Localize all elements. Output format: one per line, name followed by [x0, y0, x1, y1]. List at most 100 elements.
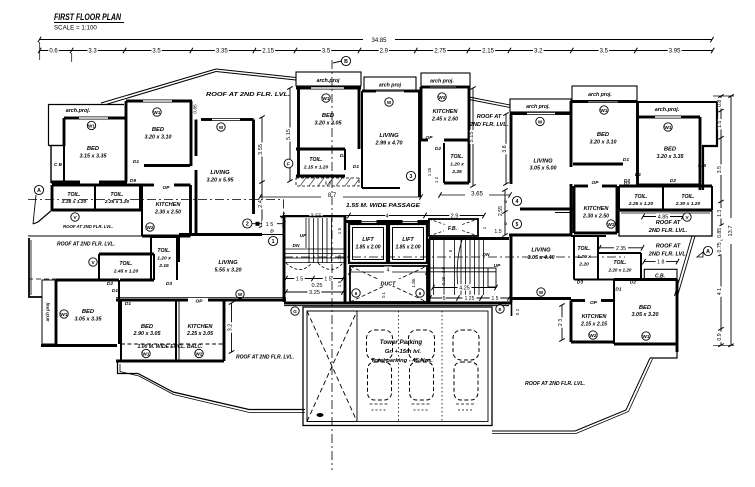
svg-text:arch proj.: arch proj.: [526, 104, 550, 110]
svg-text:6.0: 6.0: [325, 181, 332, 186]
svg-text:D2: D2: [435, 146, 441, 152]
svg-text:W2: W2: [608, 222, 615, 227]
svg-text:0.85: 0.85: [717, 228, 723, 238]
svg-text:3.2: 3.2: [228, 324, 234, 332]
svg-text:3.2: 3.2: [534, 49, 543, 55]
svg-text:D1: D1: [635, 172, 641, 178]
svg-text:W2: W2: [196, 351, 203, 356]
svg-text:1 2: 1 2: [434, 176, 439, 183]
svg-text:2.25: 2.25: [451, 169, 462, 175]
svg-text:D1: D1: [133, 159, 139, 165]
svg-text:3.55: 3.55: [258, 144, 264, 155]
svg-text:BED: BED: [322, 113, 335, 119]
svg-text:TOIL.: TOIL.: [119, 261, 132, 267]
svg-text:1 5: 1 5: [492, 296, 499, 302]
svg-text:W1: W1: [61, 312, 68, 317]
svg-text:TOIL.: TOIL.: [613, 260, 626, 266]
svg-text:3.65: 3.65: [471, 192, 483, 198]
svg-text:2.30 x 1.20: 2.30 x 1.20: [675, 201, 701, 207]
svg-text:3.05 x 4.40: 3.05 x 4.40: [528, 255, 555, 261]
svg-text:BED: BED: [87, 146, 100, 152]
svg-text:3.05 x 3.20: 3.05 x 3.20: [632, 312, 659, 318]
svg-text:0.75: 0.75: [717, 242, 723, 252]
svg-text:3.20 x 3.05: 3.20 x 3.05: [315, 121, 343, 127]
svg-text:D2: D2: [107, 281, 113, 287]
svg-text:ROOF AT 2ND FLR. LVL.: ROOF AT 2ND FLR. LVL.: [236, 355, 294, 361]
svg-text:D1: D1: [125, 301, 131, 307]
svg-text:1.25: 1.25: [337, 254, 342, 263]
svg-text:arch.proj.: arch.proj.: [655, 107, 680, 113]
svg-text:D2: D2: [624, 178, 630, 184]
svg-text:E: E: [498, 307, 501, 312]
svg-text:ROOF AT 2ND FLR. LVL.: ROOF AT 2ND FLR. LVL.: [63, 224, 113, 230]
svg-text:2.25 x 3.05: 2.25 x 3.05: [186, 331, 213, 337]
svg-text:W: W: [219, 125, 224, 130]
svg-text:DN: DN: [293, 243, 300, 249]
svg-text:4: 4: [516, 199, 519, 205]
svg-text:D1: D1: [353, 164, 359, 170]
svg-text:1 8: 1 8: [657, 260, 664, 266]
svg-text:W2: W2: [147, 225, 154, 230]
svg-text:OP: OP: [590, 300, 598, 306]
svg-text:B: B: [344, 59, 348, 65]
svg-text:arch.proj: arch.proj: [316, 78, 340, 84]
svg-text:2.4: 2.4: [258, 200, 264, 208]
svg-text:2.75: 2.75: [434, 49, 446, 55]
svg-text:W: W: [539, 290, 544, 295]
svg-text:W1: W1: [601, 108, 608, 113]
svg-text:W1: W1: [323, 96, 330, 101]
svg-text:1 25: 1 25: [427, 167, 432, 176]
svg-text:D3: D3: [577, 280, 583, 286]
svg-text:UP: UP: [300, 233, 307, 239]
svg-text:OP: OP: [196, 299, 204, 305]
svg-text:F.B.: F.B.: [448, 226, 457, 232]
svg-text:2 35: 2 35: [616, 246, 626, 252]
svg-text:2.55: 2.55: [498, 206, 504, 216]
svg-text:D2: D2: [670, 178, 676, 184]
svg-text:3.5: 3.5: [717, 166, 723, 173]
svg-text:FIRST FLOOR PLAN: FIRST FLOOR PLAN: [54, 12, 122, 23]
svg-text:BED: BED: [152, 127, 165, 133]
svg-text:V: V: [73, 215, 77, 220]
svg-text:5.15: 5.15: [286, 129, 292, 140]
svg-text:3.20 x 3.10: 3.20 x 3.10: [145, 135, 172, 141]
svg-text:TOIL.: TOIL.: [577, 246, 590, 252]
svg-text:W: W: [387, 100, 392, 105]
svg-text:13.7: 13.7: [728, 226, 734, 237]
svg-text:D9: D9: [130, 178, 136, 184]
svg-text:TOIL.: TOIL.: [450, 154, 463, 160]
svg-text:Total parking - 45 Nos.: Total parking - 45 Nos.: [371, 358, 433, 364]
svg-text:4 1: 4 1: [717, 288, 723, 295]
svg-text:OP: OP: [426, 135, 434, 141]
svg-text:C B: C B: [54, 162, 63, 167]
svg-text:W1: W1: [143, 351, 150, 356]
svg-text:LIVING: LIVING: [531, 248, 551, 254]
svg-text:3.35: 3.35: [216, 49, 228, 55]
svg-text:2.9: 2.9: [380, 49, 389, 55]
svg-text:BED: BED: [82, 309, 95, 315]
svg-text:ROOF AT 2ND FLR. LVL.: ROOF AT 2ND FLR. LVL.: [57, 242, 115, 248]
svg-text:1.20 x: 1.20 x: [450, 162, 464, 168]
svg-text:KITCHEN: KITCHEN: [582, 314, 608, 320]
svg-text:1 5: 1 5: [324, 277, 331, 283]
svg-text:2: 2: [246, 221, 249, 227]
svg-text:D: D: [270, 229, 274, 235]
svg-text:3.20 x 3.35: 3.20 x 3.35: [657, 154, 685, 160]
svg-text:DN: DN: [483, 252, 490, 258]
svg-text:6: 6: [419, 291, 422, 296]
svg-text:V: V: [91, 260, 95, 265]
svg-text:4: 4: [387, 268, 390, 274]
svg-text:V: V: [685, 215, 689, 220]
svg-text:0.25: 0.25: [312, 283, 323, 289]
svg-text:b: b: [504, 199, 507, 204]
svg-text:LIFT: LIFT: [402, 237, 414, 243]
svg-text:1.20 x: 1.20 x: [577, 254, 591, 260]
svg-text:arch proj.: arch proj.: [588, 92, 612, 98]
svg-text:1.20 x: 1.20 x: [157, 256, 171, 262]
svg-text:BED: BED: [639, 305, 652, 311]
svg-text:1 5: 1 5: [266, 222, 274, 228]
svg-text:2ND FLR. LVL.: 2ND FLR. LVL.: [469, 122, 509, 128]
svg-text:KITCHEN: KITCHEN: [156, 202, 182, 208]
svg-text:BED: BED: [664, 147, 677, 153]
svg-text:LIVING: LIVING: [210, 170, 230, 176]
